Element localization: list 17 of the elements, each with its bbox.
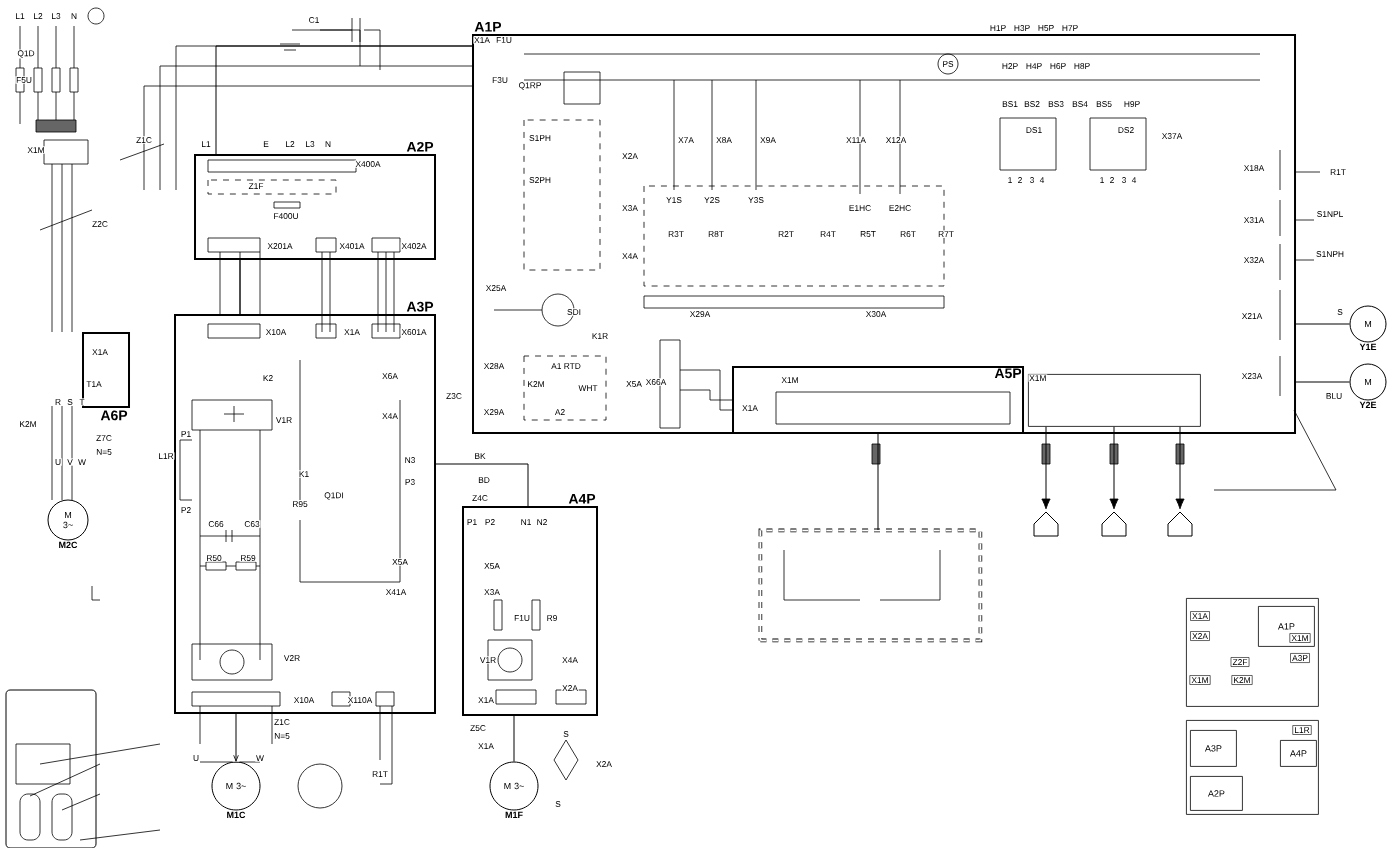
wire (877, 433, 879, 531)
wire (235, 713, 237, 762)
wire (435, 463, 529, 507)
house-icon (1167, 511, 1193, 537)
house-icon (1101, 511, 1127, 537)
wire (1109, 426, 1119, 510)
wire (1175, 426, 1185, 510)
layout-frame (758, 528, 983, 643)
layout-frame (1186, 720, 1319, 815)
wire (1041, 426, 1051, 510)
wire (215, 45, 473, 155)
layout-frame (1186, 598, 1319, 707)
wire (1295, 381, 1350, 383)
wire (239, 259, 241, 315)
wire (1295, 323, 1350, 325)
house-icon (1033, 511, 1059, 537)
wire (513, 715, 515, 762)
